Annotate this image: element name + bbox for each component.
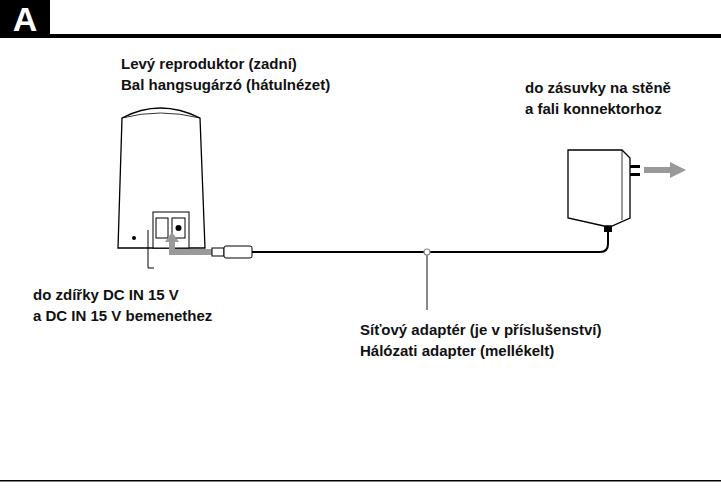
speaker-top <box>122 113 200 118</box>
speaker-terminal <box>156 218 168 238</box>
insert-arrowhead <box>165 232 179 242</box>
part-label: a DC IN 15 V bemenethez <box>33 307 212 325</box>
adapter-edge <box>622 150 623 220</box>
leader-line <box>426 255 428 310</box>
top-rule <box>0 34 721 38</box>
strain-relief <box>604 226 612 232</box>
part-label: Levý reproduktor (zadní) <box>121 55 297 73</box>
ac-adapter <box>568 150 630 226</box>
dc-jack-hole <box>176 225 182 231</box>
part-label: a fali konnektorhoz <box>525 100 662 118</box>
outlet-arrowhead <box>670 162 686 178</box>
figure-letter: A <box>13 1 38 37</box>
screw <box>132 236 136 240</box>
part-label: Hálózati adapter (mellékelt) <box>360 342 554 360</box>
part-label: do zdířky DC IN 15 V <box>33 286 179 304</box>
cord-hook <box>148 230 154 268</box>
part-label: Síťový adaptér (je v příslušenství) <box>360 321 601 339</box>
dc-plug-tip <box>212 248 224 256</box>
prong <box>630 165 640 168</box>
figure-letter-box: A <box>0 0 50 38</box>
dc-plug <box>224 246 252 258</box>
cable <box>252 232 608 252</box>
leader-dot <box>424 249 430 255</box>
part-label: Bal hangsugárzó (hátulnézet) <box>121 76 330 94</box>
part-label: do zásuvky na stěně <box>525 79 671 97</box>
prong <box>630 173 640 176</box>
speaker-body <box>118 108 205 248</box>
bottom-rule <box>0 480 721 482</box>
outlet-arrow <box>644 167 672 173</box>
